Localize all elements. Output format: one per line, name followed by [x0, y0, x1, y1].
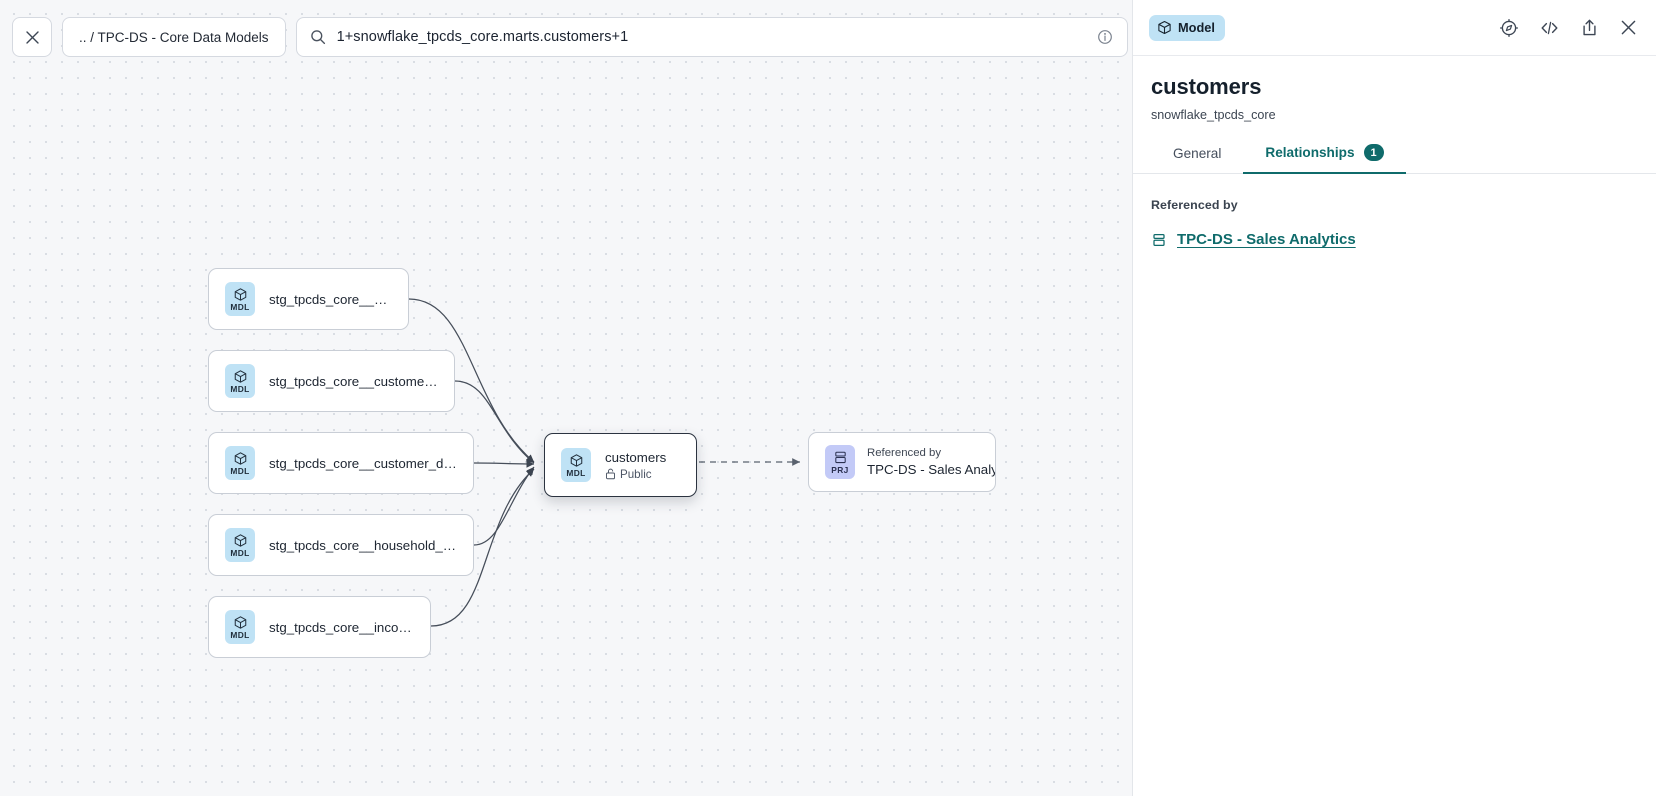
reference-link-label[interactable]: TPC-DS - Sales Analytics — [1177, 231, 1356, 248]
page-title: customers — [1151, 74, 1262, 99]
node-type-badge: MDL — [561, 448, 591, 482]
node-type-label: MDL — [230, 465, 250, 476]
cube-icon — [1158, 20, 1171, 35]
graph-node-project[interactable]: PRJ Referenced by TPC-DS - Sales Analytics — [808, 432, 996, 492]
node-type-badge: MDL — [225, 446, 255, 480]
reference-link-item[interactable]: TPC-DS - Sales Analytics — [1151, 231, 1638, 248]
explore-icon[interactable] — [1499, 18, 1519, 38]
panel-content: Referenced by TPC-DS - Sales Analytics — [1133, 174, 1656, 248]
search-input[interactable]: 1+snowflake_tpcds_core.marts.customers+1 — [295, 17, 1128, 57]
node-type-label: MDL — [566, 467, 586, 478]
node-type-label: MDL — [230, 301, 250, 312]
close-panel-icon[interactable] — [1619, 18, 1638, 37]
search-icon — [310, 30, 325, 45]
node-type-label: PRJ — [831, 464, 849, 475]
graph-node-visibility: Public — [605, 468, 666, 481]
reference-list: TPC-DS - Sales Analytics — [1151, 231, 1638, 248]
node-type-badge: MDL — [225, 528, 255, 562]
cube-icon — [234, 287, 246, 301]
graph-node[interactable]: MDL stg_tpcds_core__customer_demogra… — [208, 432, 474, 494]
graph-node[interactable]: MDL stg_tpcds_core__household_demogr… — [208, 514, 474, 576]
graph-node-label: stg_tpcds_core__household_demogr… — [269, 537, 457, 553]
node-type-badge: MDL — [225, 610, 255, 644]
breadcrumb-label: .. / TPC-DS - Core Data Models — [79, 29, 269, 45]
graph-node-label: stg_tpcds_core__customer_address — [269, 373, 438, 389]
tab-label: General — [1173, 146, 1222, 161]
node-type-badge: PRJ — [825, 445, 855, 479]
graph-node-title: customers — [605, 449, 667, 465]
project-icon — [1151, 232, 1167, 248]
graph-node-kicker: Referenced by — [867, 447, 942, 459]
cube-icon — [234, 533, 246, 547]
search-value: 1+snowflake_tpcds_core.marts.customers+1 — [336, 29, 629, 45]
node-type-label: MDL — [230, 383, 250, 394]
cube-icon — [234, 615, 246, 629]
details-panel: Model — [1132, 0, 1656, 796]
tab-relationships[interactable]: Relationships 1 — [1243, 144, 1406, 174]
project-icon — [834, 451, 846, 463]
graph-node-label: stg_tpcds_core__income_band — [269, 619, 414, 635]
tab-count-badge: 1 — [1363, 144, 1384, 161]
graph-node[interactable]: MDL stg_tpcds_core__customer_address — [208, 350, 455, 412]
graph-node-label: stg_tpcds_core__customer — [269, 291, 392, 307]
code-icon[interactable] — [1539, 18, 1560, 38]
entity-source: snowflake_tpcds_core — [1151, 108, 1276, 122]
graph-node[interactable]: MDL stg_tpcds_core__income_band — [208, 596, 431, 658]
graph-node-visibility-label: Public — [620, 467, 652, 481]
entity-heading: customers snowflake_tpcds_core — [1133, 56, 1656, 122]
cube-icon — [234, 369, 246, 383]
node-type-label: MDL — [230, 547, 250, 558]
cube-icon — [234, 451, 246, 465]
node-type-label: MDL — [230, 629, 250, 640]
details-panel-header: Model — [1133, 0, 1656, 56]
graph-node-label: stg_tpcds_core__customer_demogra… — [269, 455, 457, 471]
graph-node-title: TPC-DS - Sales Analytics — [867, 462, 995, 477]
panel-tabs: General Relationships 1 — [1133, 144, 1656, 174]
unlock-icon — [605, 468, 616, 480]
node-type-badge: MDL — [225, 364, 255, 398]
node-type-badge: MDL — [225, 282, 255, 316]
tab-label: Relationships — [1265, 145, 1355, 160]
share-icon[interactable] — [1580, 18, 1599, 38]
info-circle-icon[interactable] — [1097, 29, 1113, 45]
canvas-toolbar: .. / TPC-DS - Core Data Models 1+snowfla… — [12, 17, 1132, 57]
graph-node[interactable]: MDL stg_tpcds_core__customer — [208, 268, 409, 330]
lineage-canvas[interactable]: MDL stg_tpcds_core__customerMDL stg_tpcds_… — [0, 0, 1132, 796]
close-icon — [25, 30, 39, 44]
referenced-by-label: Referenced by — [1151, 198, 1238, 212]
lineage-nodes: MDL stg_tpcds_core__customerMDL stg_tpcds_… — [208, 268, 996, 658]
entity-kind-badge[interactable]: Model — [1149, 14, 1225, 41]
breadcrumb[interactable]: .. / TPC-DS - Core Data Models — [62, 17, 286, 57]
cube-icon — [570, 453, 582, 467]
panel-actions — [1499, 18, 1638, 38]
close-lineage-button[interactable] — [12, 17, 52, 57]
entity-kind-label: Model — [1178, 20, 1215, 35]
tab-general[interactable]: General — [1151, 146, 1243, 174]
